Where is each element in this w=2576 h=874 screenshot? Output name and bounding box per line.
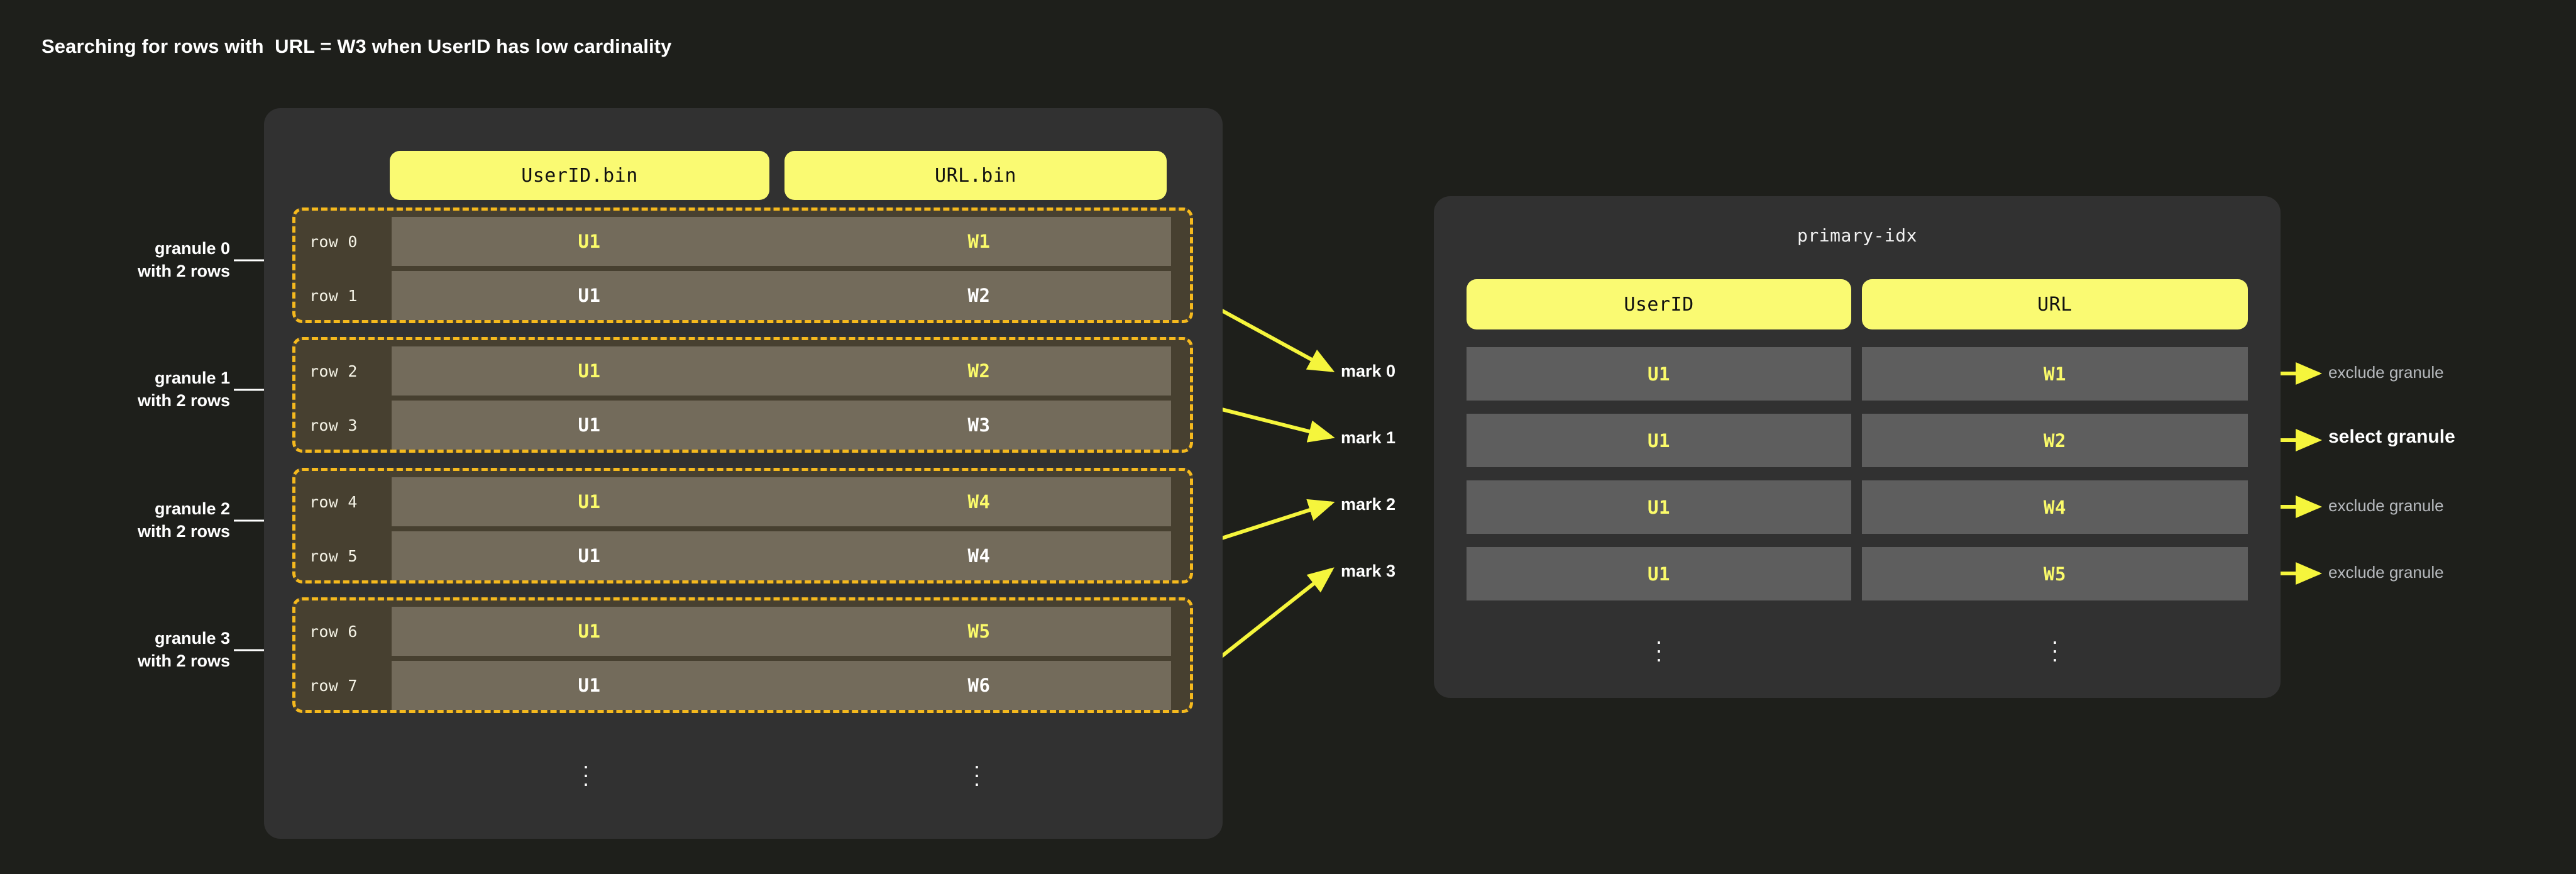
granule-note-0: granule 0 with 2 rows	[137, 239, 230, 280]
granule-box-0[interactable]: row 0 U1 W1 row 1 U1 W2	[292, 207, 1193, 323]
decision-label-2: exclude granule	[2328, 496, 2444, 515]
column-header-userid-bin: UserID.bin	[390, 151, 769, 200]
decision-label-0: exclude granule	[2328, 363, 2444, 382]
row-label: row 1	[309, 286, 358, 305]
index-cell-userid: U1	[1467, 547, 1851, 600]
decision-label-1: select granule	[2328, 426, 2455, 447]
index-column-header-url: URL	[1862, 279, 2248, 329]
granule-note-2: granule 2 with 2 rows	[137, 499, 230, 541]
index-cell-userid: U1	[1467, 414, 1851, 467]
cell-url: W2	[787, 271, 1171, 320]
row-label: row 6	[309, 622, 358, 641]
row-label: row 7	[309, 676, 358, 695]
granule-note-1: granule 1 with 2 rows	[137, 368, 230, 410]
mark-label-1: mark 1	[1341, 428, 1396, 447]
mark-label-3: mark 3	[1341, 561, 1396, 580]
cell-url: W2	[787, 346, 1171, 396]
granule-box-2[interactable]: row 4 U1 W4 row 5 U1 W4	[292, 468, 1193, 584]
table-row: row 2 U1 W2	[295, 346, 1196, 396]
decision-label-3: exclude granule	[2328, 563, 2444, 582]
ellipsis-userid-bin: ···	[582, 753, 590, 795]
index-cell-url: W2	[1862, 414, 2248, 467]
cell-userid: U1	[392, 271, 787, 320]
cell-userid: U1	[392, 217, 787, 266]
cell-userid: U1	[392, 607, 787, 656]
ellipsis-index-userid: ···	[1655, 628, 1663, 670]
cell-url: W1	[787, 217, 1171, 266]
table-row: row 7 U1 W6	[295, 661, 1196, 710]
index-column-header-userid: UserID	[1467, 279, 1851, 329]
table-row: row 3 U1 W3	[295, 401, 1196, 450]
cell-url: W4	[787, 477, 1171, 526]
table-row: row 4 U1 W4	[295, 477, 1196, 526]
cell-url: W3	[787, 401, 1171, 450]
row-label: row 4	[309, 492, 358, 511]
cell-userid: U1	[392, 477, 787, 526]
row-label: row 2	[309, 362, 358, 380]
cell-url: W5	[787, 607, 1171, 656]
cell-url: W6	[787, 661, 1171, 710]
table-row: row 5 U1 W4	[295, 531, 1196, 580]
index-cell-url: W4	[1862, 480, 2248, 534]
column-header-url-bin: URL.bin	[784, 151, 1167, 200]
cell-url: W4	[787, 531, 1171, 580]
index-cell-userid: U1	[1467, 347, 1851, 401]
cell-userid: U1	[392, 346, 787, 396]
cell-userid: U1	[392, 401, 787, 450]
granule-box-1[interactable]: row 2 U1 W2 row 3 U1 W3	[292, 337, 1193, 453]
index-cell-url: W1	[1862, 347, 2248, 401]
ellipsis-index-url: ···	[2051, 628, 2059, 670]
mark-label-2: mark 2	[1341, 495, 1396, 514]
cell-userid: U1	[392, 661, 787, 710]
granule-box-3[interactable]: row 6 U1 W5 row 7 U1 W6	[292, 597, 1193, 713]
cell-userid: U1	[392, 531, 787, 580]
page-title: Searching for rows with URL = W3 when Us…	[41, 35, 672, 57]
index-cell-userid: U1	[1467, 480, 1851, 534]
table-row: row 1 U1 W2	[295, 271, 1196, 320]
row-label: row 5	[309, 546, 358, 565]
index-cell-url: W5	[1862, 547, 2248, 600]
mark-label-0: mark 0	[1341, 362, 1396, 380]
table-row: row 6 U1 W5	[295, 607, 1196, 656]
row-label: row 3	[309, 416, 358, 434]
granule-note-3: granule 3 with 2 rows	[137, 629, 230, 670]
row-label: row 0	[309, 232, 358, 251]
primary-index-caption: primary-idx	[1797, 225, 1917, 246]
ellipsis-url-bin: ···	[973, 753, 981, 795]
table-row: row 0 U1 W1	[295, 217, 1196, 266]
